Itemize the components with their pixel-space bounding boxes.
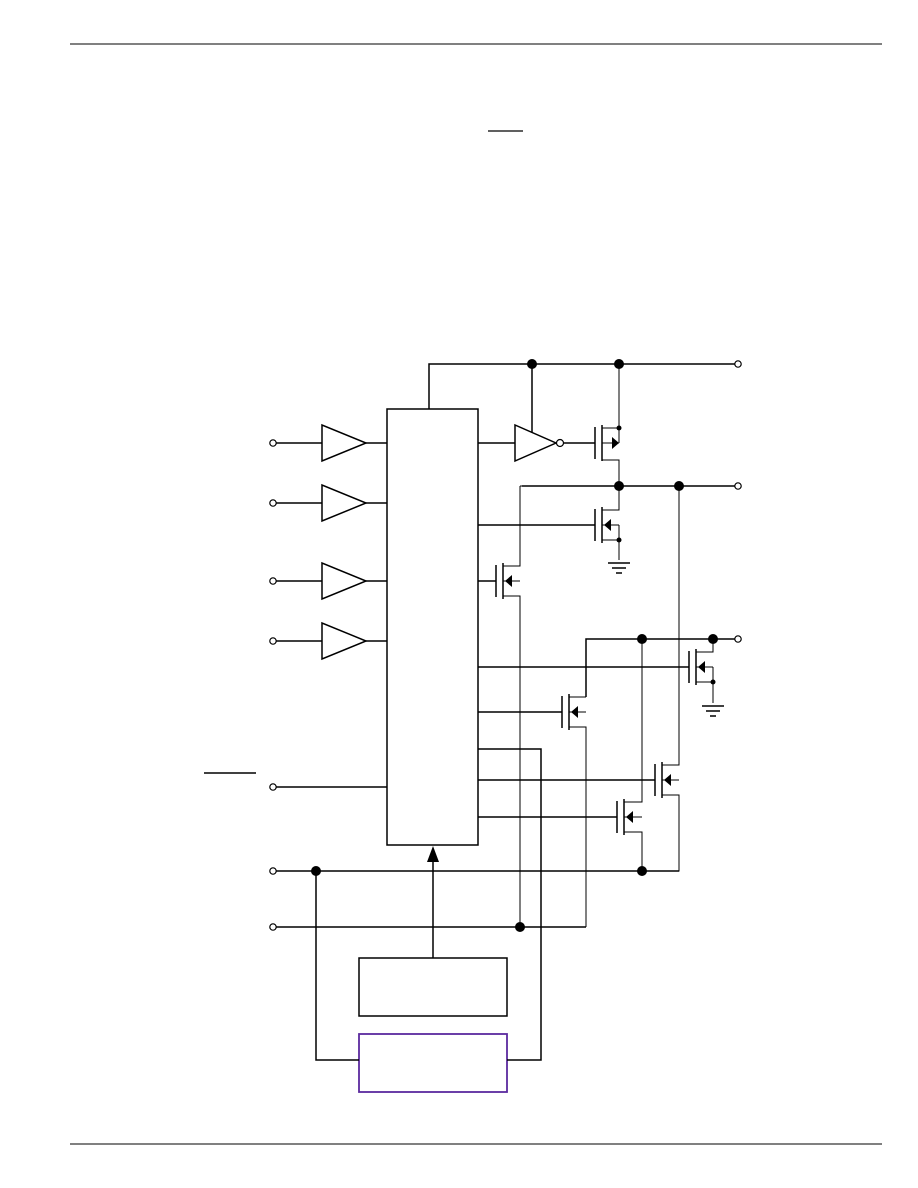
output-pin-2 [734, 482, 742, 490]
control-logic-block [386, 408, 479, 846]
fet-q5 [478, 694, 587, 927]
rail-lower [269, 922, 586, 932]
input-buffer-4 [269, 621, 387, 661]
arrow-head [427, 846, 439, 862]
output-pin-1 [734, 360, 742, 368]
input-pin-2 [269, 499, 277, 507]
fet-q6 [478, 486, 680, 872]
output-inverter [478, 364, 595, 463]
input-pin-3 [269, 577, 277, 585]
ground-pin [269, 923, 277, 931]
output-pin-3 [734, 635, 742, 643]
input-pin-4 [269, 637, 277, 645]
fet-q2 [478, 486, 630, 574]
enable-pin [269, 783, 277, 791]
fet-q1 [594, 364, 622, 486]
input-buffer-2 [269, 483, 387, 523]
highlighted-block [358, 1033, 508, 1093]
input-buffer-3 [269, 561, 387, 601]
fet-q3 [478, 485, 522, 927]
fet-q7 [478, 639, 643, 871]
fet-q4 [478, 639, 724, 717]
supply-pin [269, 867, 277, 875]
input-buffer-1 [269, 423, 387, 463]
input-pin-1 [269, 439, 277, 447]
reference-block [358, 957, 508, 1017]
enable-input [204, 772, 387, 791]
rail-upper [269, 866, 679, 876]
